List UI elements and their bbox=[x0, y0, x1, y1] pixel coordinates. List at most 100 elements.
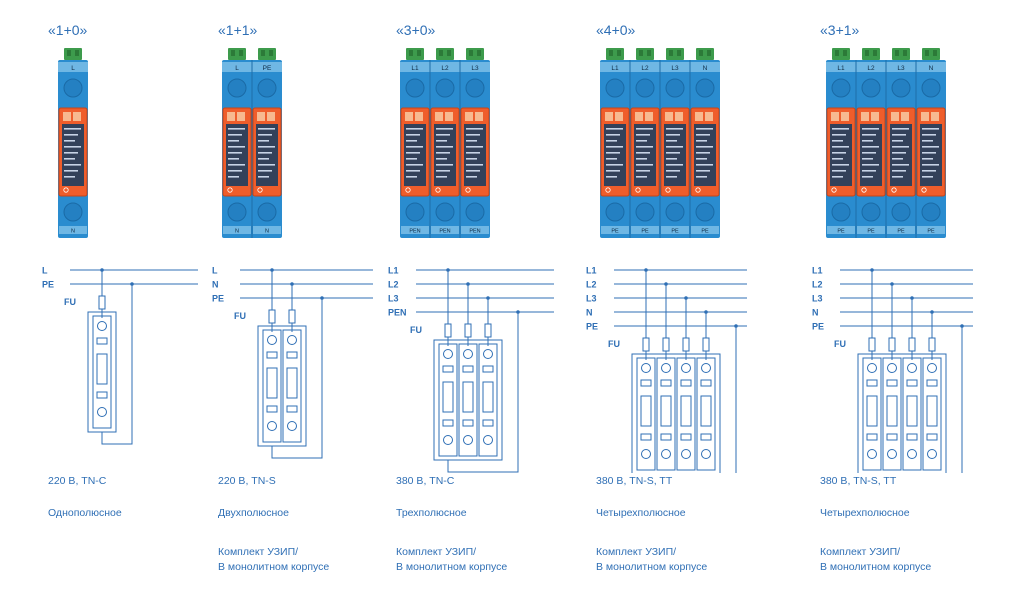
wiring-diagram-wrapper: L PE FU bbox=[40, 258, 215, 478]
bus-line-label: L3 bbox=[388, 294, 399, 304]
fuse-symbol bbox=[464, 323, 472, 338]
terminal-block bbox=[228, 48, 246, 60]
terminal-block bbox=[258, 48, 276, 60]
bus-line-label: N bbox=[212, 280, 219, 290]
fuse-label: FU bbox=[834, 339, 846, 349]
terminal-block bbox=[64, 48, 82, 60]
spd-body bbox=[257, 325, 307, 447]
top-terminal-label: L1 bbox=[411, 65, 419, 72]
pole-type-label: Четырехполюсное bbox=[596, 507, 686, 519]
top-terminal-label: L3 bbox=[897, 65, 905, 72]
top-terminal-label: N bbox=[703, 65, 708, 72]
terminal-block bbox=[862, 48, 880, 60]
bus-line-label: L bbox=[42, 266, 48, 276]
kit-label-line1: Комплект УЗИП/ bbox=[596, 546, 677, 558]
top-terminal-label: L2 bbox=[641, 65, 649, 72]
bottom-terminal-label: PEN bbox=[409, 229, 420, 235]
kit-label-line1: Комплект УЗИП/ bbox=[218, 546, 299, 558]
terminal-block bbox=[606, 48, 624, 60]
bus-line-label: L1 bbox=[586, 266, 597, 276]
bottom-terminal-label: PE bbox=[671, 229, 679, 235]
device-photo-wrapper: L N PE N bbox=[216, 40, 288, 245]
fuse-symbol bbox=[888, 337, 896, 352]
pole-type-label: Трехполюсное bbox=[396, 507, 467, 519]
bus-line-label: L3 bbox=[812, 294, 823, 304]
fuse-label: FU bbox=[64, 297, 76, 307]
fuse-symbol bbox=[868, 337, 876, 352]
voltage-system-label: 220 В, TN-C bbox=[48, 475, 107, 487]
top-terminal-label: PE bbox=[263, 65, 272, 72]
voltage-system-label: 380 В, TN-S, TT bbox=[596, 475, 673, 487]
bus-line-label: L1 bbox=[812, 266, 823, 276]
voltage-system-label: 380 В, TN-C bbox=[396, 475, 455, 487]
fuse-label: FU bbox=[234, 311, 246, 321]
fuse-symbol bbox=[98, 295, 106, 310]
pole-type-label: Однополюсное bbox=[48, 507, 122, 519]
bus-line-label: N bbox=[812, 308, 819, 318]
bus-line-label: L2 bbox=[388, 280, 399, 290]
fuse-symbol bbox=[268, 309, 276, 324]
fuse-symbol bbox=[702, 337, 710, 352]
fuse-symbol bbox=[288, 309, 296, 324]
kit-label-line2: В монолитном корпусе bbox=[820, 561, 932, 573]
device-photo: LN bbox=[58, 48, 88, 238]
bottom-terminal-label: PE bbox=[897, 229, 905, 235]
terminal-block bbox=[696, 48, 714, 60]
configuration-title: «3+1» bbox=[820, 22, 860, 38]
fuse-symbol bbox=[642, 337, 650, 352]
configuration-title: «1+1» bbox=[218, 22, 258, 38]
voltage-system-label: 380 В, TN-S, TT bbox=[820, 475, 897, 487]
bottom-terminal-label: PEN bbox=[469, 229, 480, 235]
bus-line-label: PE bbox=[42, 280, 54, 290]
pole-type-label: Двухполюсное bbox=[218, 507, 289, 519]
kit-label-line2: В монолитном корпусе bbox=[396, 561, 508, 573]
top-terminal-label: L3 bbox=[671, 65, 679, 72]
kit-label-line1: Комплект УЗИП/ bbox=[820, 546, 901, 558]
kit-label-line2: В монолитном корпусе bbox=[596, 561, 708, 573]
fuse-symbol bbox=[682, 337, 690, 352]
fuse-symbol bbox=[444, 323, 452, 338]
terminal-block bbox=[466, 48, 484, 60]
fuse-symbol bbox=[484, 323, 492, 338]
terminal-block bbox=[892, 48, 910, 60]
fuse-symbol bbox=[928, 337, 936, 352]
top-terminal-label: L bbox=[235, 65, 239, 72]
configuration-title: «4+0» bbox=[596, 22, 636, 38]
bus-line-label: L2 bbox=[812, 280, 823, 290]
bus-line-label: PEN bbox=[388, 308, 407, 318]
top-terminal-label: L bbox=[71, 65, 75, 72]
bottom-terminal-label: N bbox=[265, 229, 269, 235]
top-terminal-label: L2 bbox=[441, 65, 449, 72]
bus-line-label: L3 bbox=[586, 294, 597, 304]
bottom-terminal-label: N bbox=[235, 229, 239, 235]
top-terminal-label: L3 bbox=[471, 65, 479, 72]
bus-line-label: L1 bbox=[388, 266, 399, 276]
bottom-terminal-label: PEN bbox=[439, 229, 450, 235]
top-terminal-label: N bbox=[929, 65, 934, 72]
fuse-label: FU bbox=[608, 339, 620, 349]
device-photo: L N PE N bbox=[222, 48, 282, 238]
terminal-block bbox=[666, 48, 684, 60]
terminal-block bbox=[436, 48, 454, 60]
bus-line-label: PE bbox=[586, 322, 598, 332]
terminal-block bbox=[636, 48, 654, 60]
fuse-symbol bbox=[908, 337, 916, 352]
bus-line-label: L bbox=[212, 266, 218, 276]
bottom-terminal-label: PE bbox=[867, 229, 875, 235]
top-terminal-label: L1 bbox=[837, 65, 845, 72]
kit-label-line1: Комплект УЗИП/ bbox=[396, 546, 477, 558]
bottom-terminal-label: PE bbox=[611, 229, 619, 235]
terminal-block bbox=[832, 48, 850, 60]
